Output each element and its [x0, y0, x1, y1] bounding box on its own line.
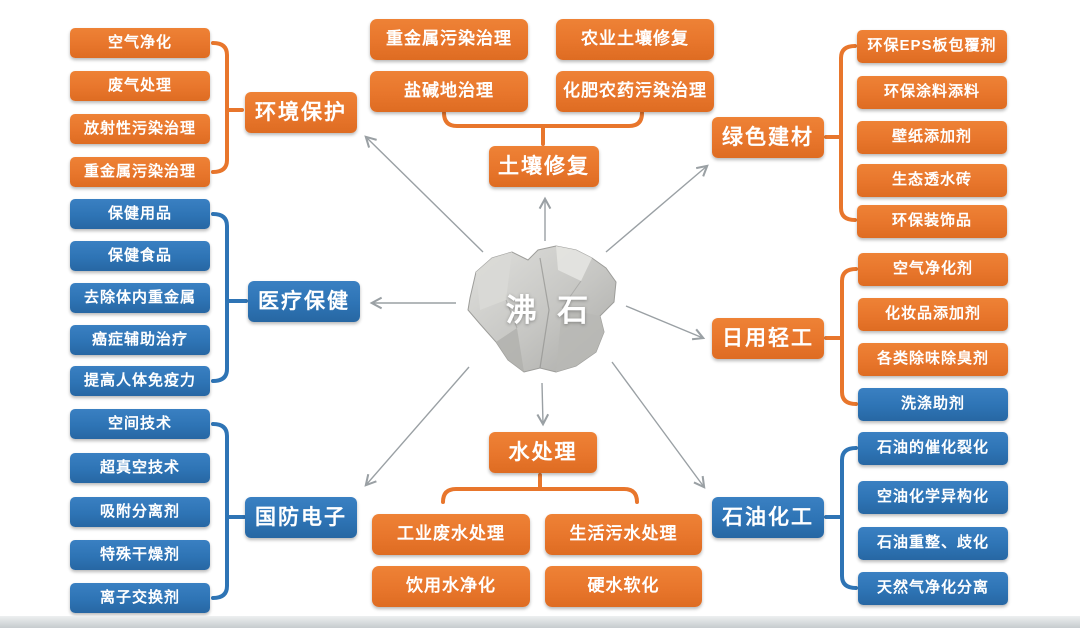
defense-item: 吸附分离剂 [70, 497, 210, 527]
category-defense-electronics: 国防电子 [245, 497, 357, 538]
defense-item: 超真空技术 [70, 453, 210, 483]
petro-item: 天然气净化分离 [858, 572, 1008, 605]
zeolite-rock-image [467, 245, 617, 373]
medical-item: 保健用品 [70, 199, 210, 229]
petro-item: 石油的催化裂化 [858, 432, 1008, 465]
arrow-to-defense [364, 366, 470, 487]
category-daily-light-industry: 日用轻工 [712, 318, 824, 359]
arrow-to-env [364, 135, 484, 253]
water-item: 生活污水处理 [545, 514, 702, 555]
water-item: 饮用水净化 [372, 566, 530, 607]
building-item: 壁纸添加剂 [857, 121, 1007, 154]
defense-item: 离子交换剂 [70, 583, 210, 613]
soil-item: 重金属污染治理 [370, 19, 528, 60]
medical-item: 提高人体免疫力 [70, 366, 210, 396]
water-item: 工业废水处理 [372, 514, 530, 555]
category-medical-health: 医疗保健 [248, 281, 360, 322]
bracket-petro [824, 446, 858, 590]
arrow-to-petro [611, 361, 706, 489]
petro-item: 空油化学异构化 [858, 481, 1008, 514]
soil-item: 盐碱地治理 [370, 71, 528, 112]
env-item: 废气处理 [70, 71, 210, 101]
bracket-water [441, 473, 639, 504]
category-soil-remediation: 土壤修复 [489, 146, 599, 187]
soil-item: 化肥农药污染治理 [556, 71, 714, 112]
building-item: 环保EPS板包覆剂 [857, 30, 1007, 63]
bracket-daily [824, 267, 858, 406]
daily-item: 洗涤助剂 [858, 388, 1008, 421]
medical-item: 癌症辅助治疗 [70, 325, 210, 355]
water-item: 硬水软化 [545, 566, 702, 607]
petro-item: 石油重整、歧化 [858, 527, 1008, 560]
center-label-zeolite: 沸 石 [505, 293, 595, 328]
daily-item: 化妆品添加剂 [858, 298, 1008, 331]
building-item: 环保涂料添料 [857, 76, 1007, 109]
category-environmental-protection: 环境保护 [245, 92, 357, 133]
building-item: 环保装饰品 [857, 205, 1007, 238]
daily-item: 空气净化剂 [858, 253, 1008, 286]
env-item: 放射性污染治理 [70, 114, 210, 144]
daily-item: 各类除味除臭剂 [858, 343, 1008, 376]
arrow-to-daily [625, 305, 706, 341]
bracket-medical [211, 212, 248, 383]
building-item: 生态透水砖 [857, 164, 1007, 197]
env-item: 重金属污染治理 [70, 157, 210, 187]
bracket-env [211, 41, 244, 174]
medical-item: 保健食品 [70, 241, 210, 271]
category-petrochemical: 石油化工 [712, 497, 824, 538]
soil-item: 农业土壤修复 [556, 19, 714, 60]
category-green-building-materials: 绿色建材 [712, 117, 824, 158]
medical-item: 去除体内重金属 [70, 283, 210, 313]
bracket-defense [211, 422, 246, 600]
bracket-soil [442, 111, 644, 146]
arrow-to-building [605, 164, 709, 253]
bracket-building [824, 44, 857, 222]
env-item: 空气净化 [70, 28, 210, 58]
arrow-to-water [536, 382, 550, 427]
category-water-treatment: 水处理 [489, 432, 597, 473]
bottom-edge-strip [0, 616, 1080, 628]
defense-item: 特殊干燥剂 [70, 540, 210, 570]
defense-item: 空间技术 [70, 409, 210, 439]
